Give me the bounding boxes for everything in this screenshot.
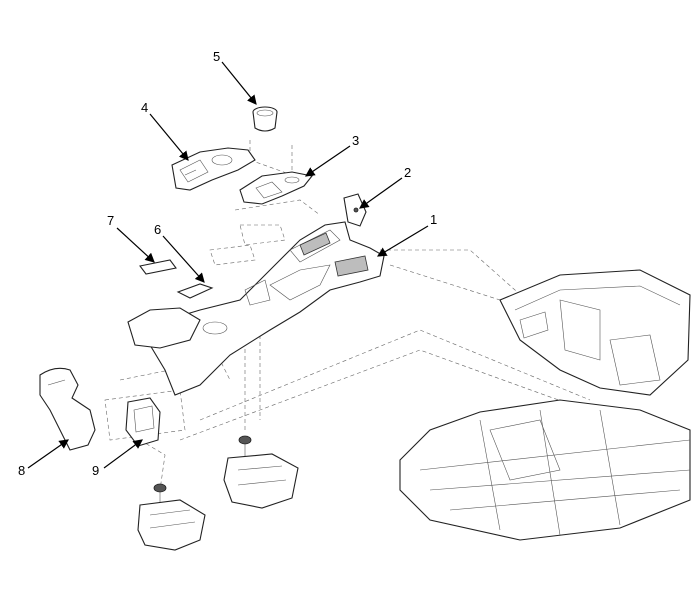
part-9-bracket <box>125 397 161 447</box>
shifter-assembly-center <box>223 435 299 509</box>
callout-label-9: 9 <box>92 463 100 478</box>
leader-7 <box>116 227 155 263</box>
callout-label-3: 3 <box>352 133 360 148</box>
callout-label-7: 7 <box>107 213 115 228</box>
shifter-assembly-left <box>137 483 206 551</box>
leader-8 <box>27 439 69 469</box>
callout-label-1: 1 <box>430 212 438 227</box>
leader-3 <box>305 145 351 177</box>
part-7-pad <box>139 259 177 275</box>
leader-5 <box>221 61 257 105</box>
leader-2 <box>359 177 403 209</box>
leader-9 <box>103 439 143 469</box>
part-4-console-cover <box>171 147 256 191</box>
leader-1 <box>376 225 429 257</box>
part-3-upper-panel <box>239 171 313 205</box>
part-1-floor-console <box>127 221 385 396</box>
part-5-cup-holder <box>252 106 278 132</box>
dashboard-and-floor <box>399 269 691 541</box>
callout-label-6: 6 <box>154 222 162 237</box>
callout-label-2: 2 <box>404 165 412 180</box>
callout-label-5: 5 <box>213 49 221 64</box>
leader-lines <box>27 61 429 469</box>
part-2-bracket <box>343 193 367 227</box>
callout-label-4: 4 <box>141 100 149 115</box>
leader-4 <box>149 113 189 161</box>
part-6-trim <box>176 283 214 299</box>
callout-label-8: 8 <box>18 463 26 478</box>
leader-6 <box>162 235 205 283</box>
part-8-shifter-cover <box>39 367 96 451</box>
